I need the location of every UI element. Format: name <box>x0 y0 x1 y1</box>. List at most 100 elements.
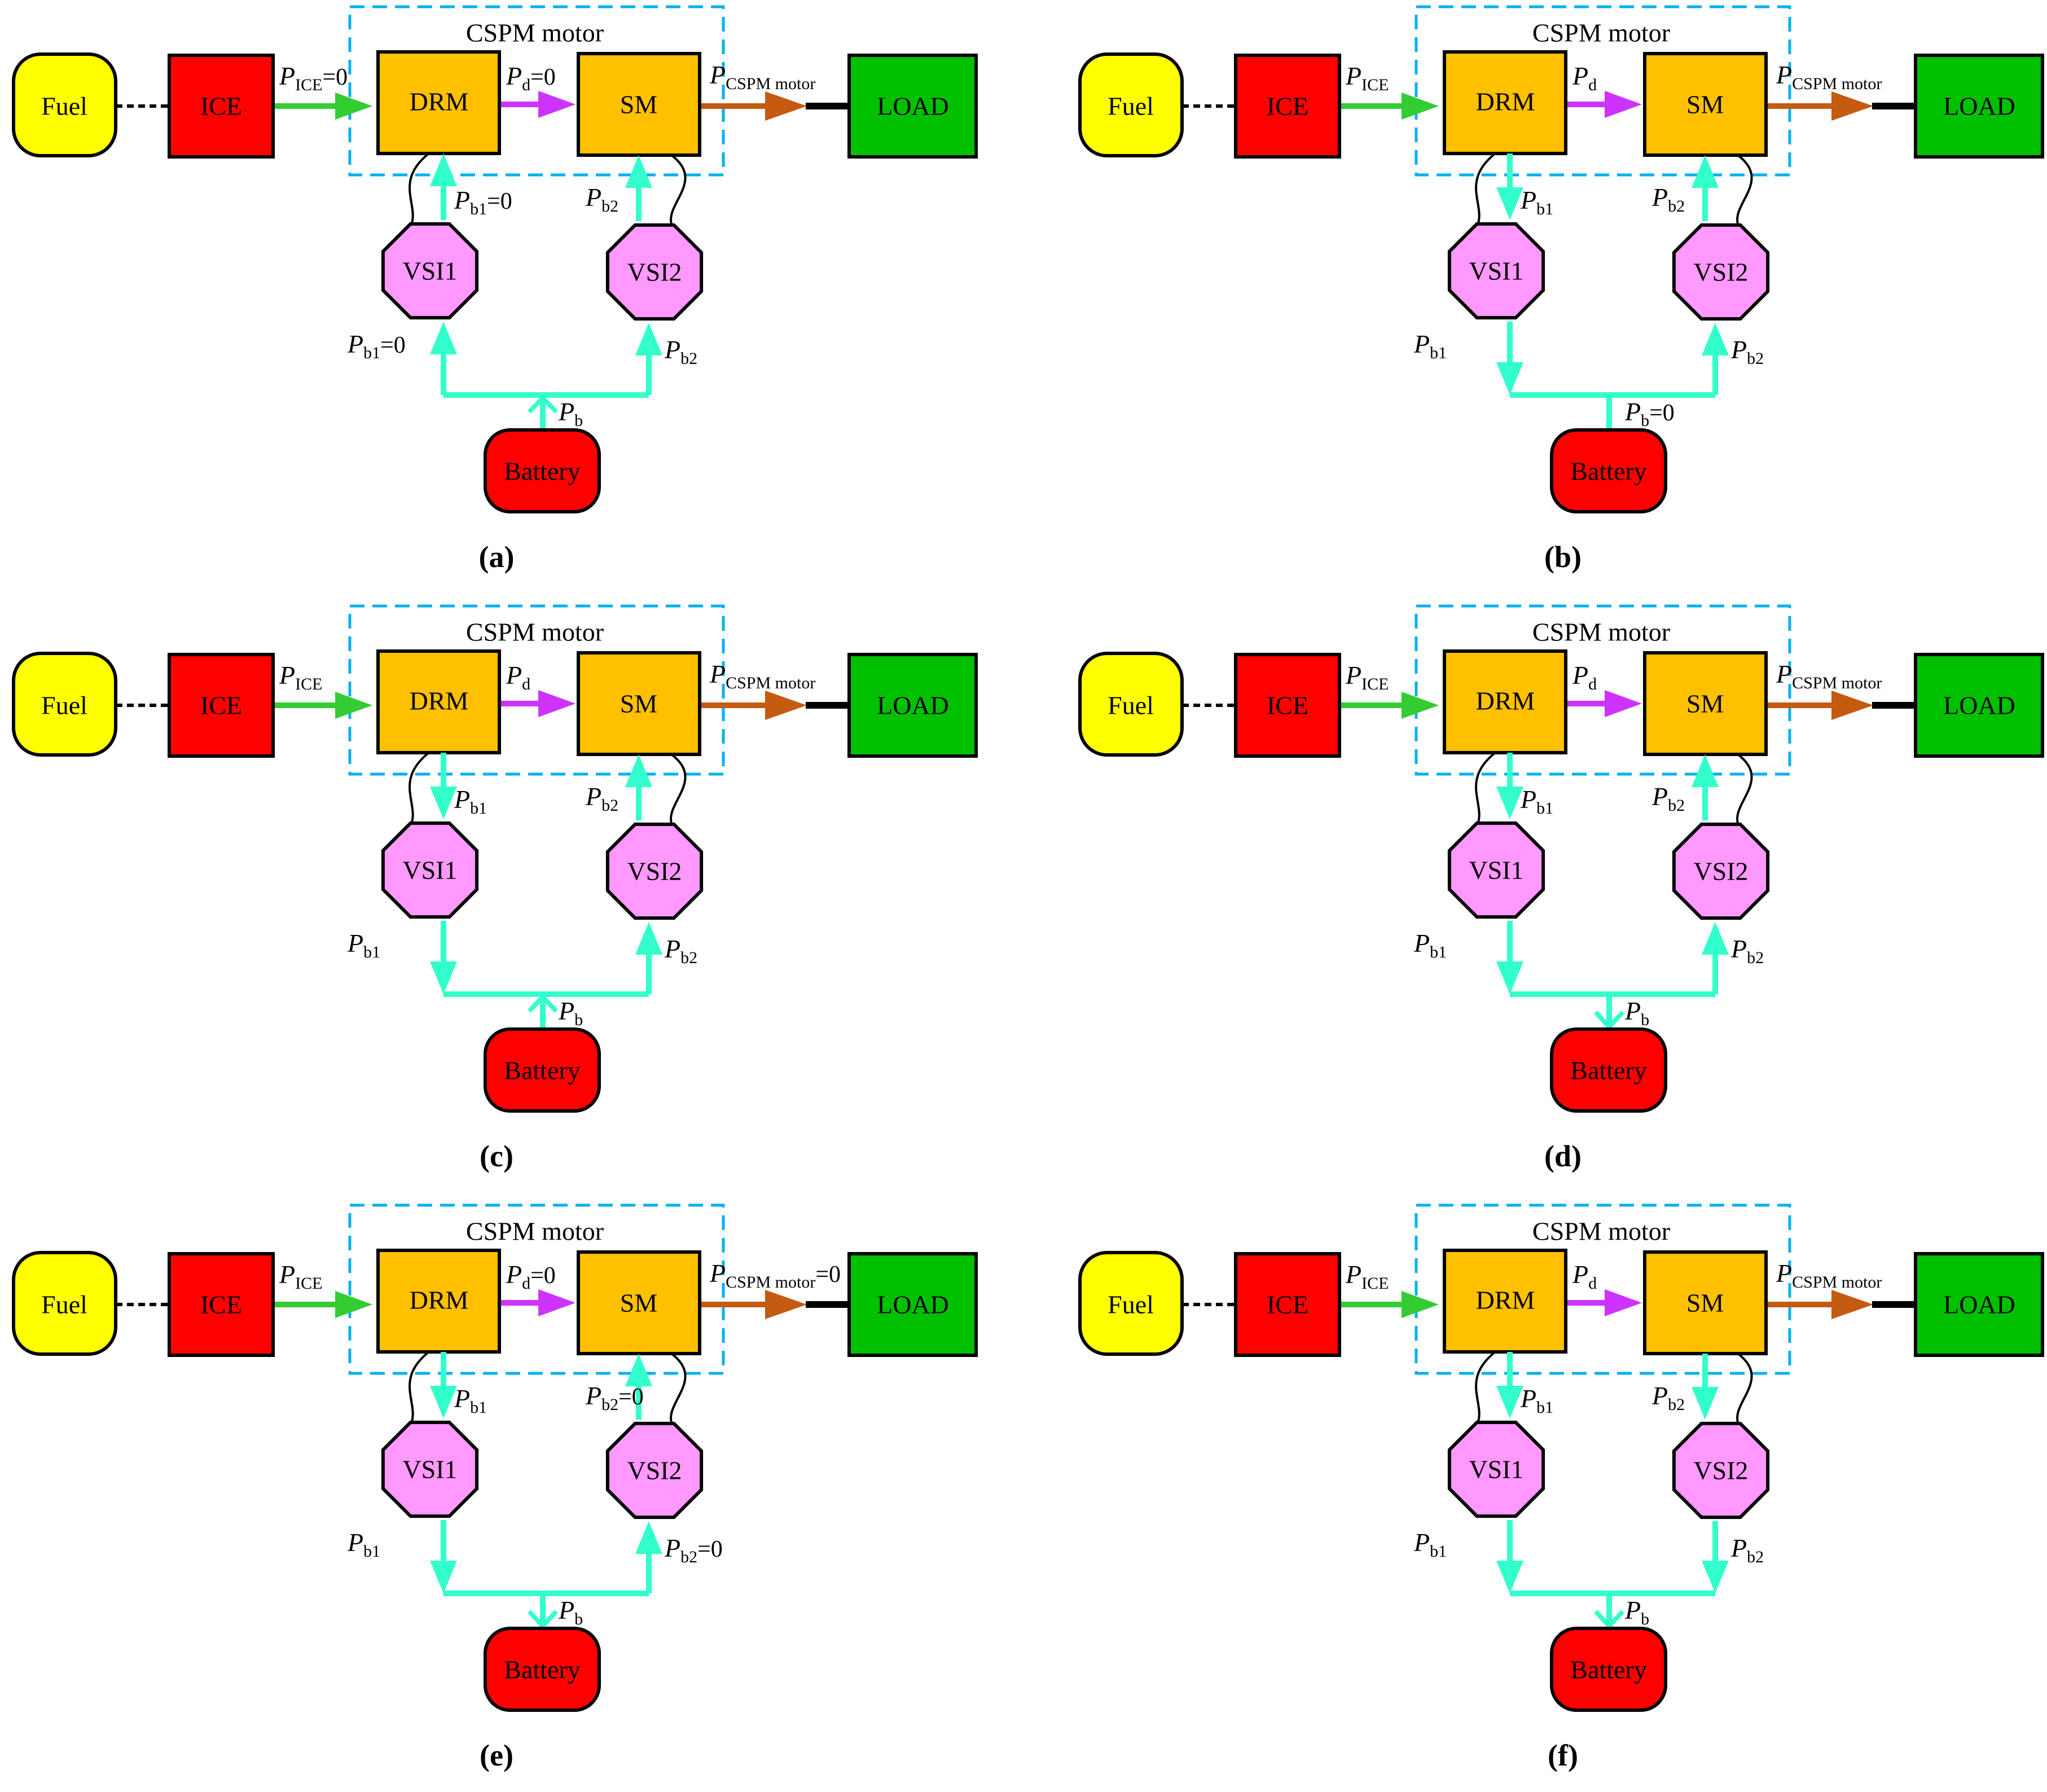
p-b1-bot-label-sub: b1 <box>1430 344 1447 362</box>
p-b1-bot-label-p: P <box>1413 1528 1430 1557</box>
p-d-label-sub: d <box>1588 675 1597 693</box>
p-b1-top-label-p: P <box>1520 1384 1536 1413</box>
p-b2-bot-label-p: P <box>1730 934 1747 963</box>
battery-label: Battery <box>1570 1655 1646 1684</box>
p-b-label-p: P <box>1624 996 1641 1025</box>
b1-upper-arrow-head <box>430 153 457 186</box>
drm-block <box>376 50 501 155</box>
p-cspm-label: PCSPM motor <box>1776 60 1882 93</box>
p-b-label-p: P <box>558 996 574 1025</box>
p-ice-label-p: P <box>279 1260 295 1289</box>
p-b-label: Pb <box>558 397 583 430</box>
p-cspm-label-sub: CSPM motor <box>726 1273 815 1292</box>
battery-arrow-head <box>528 994 558 1013</box>
ice-arrow-head <box>1402 1291 1439 1318</box>
p-cspm-label-p: P <box>1776 660 1792 688</box>
p-b2-bot-label-sub: b2 <box>680 948 697 967</box>
fuel-label: Fuel <box>1108 691 1154 720</box>
cspm-motor-box <box>1415 1204 1791 1375</box>
cspm-motor-label: CSPM motor <box>1532 618 1670 647</box>
p-b1-bot-label-sub: b1 <box>363 344 380 362</box>
p-b1-bot-label-suffix: =0 <box>380 332 406 358</box>
battery-arrow-head <box>1594 1610 1624 1630</box>
p-b2-bot-label-p: P <box>1730 335 1747 364</box>
p-b2-top-label-p: P <box>585 782 601 811</box>
p-b2-top-label: Pb2 <box>1651 1381 1685 1414</box>
vsi2-wire <box>1736 154 1753 225</box>
p-d-label-sub: d <box>1588 76 1597 94</box>
fuel-block <box>1078 52 1184 157</box>
load-block <box>1914 54 2044 159</box>
p-b1-top-label-sub: b1 <box>470 200 487 218</box>
p-ice-label-sub: ICE <box>1361 1274 1389 1293</box>
p-b1-top-label: Pb1 <box>1520 785 1553 818</box>
p-d-label-p: P <box>506 1260 522 1289</box>
b2-lower-arrow-head <box>635 922 662 955</box>
sm-block <box>577 52 701 157</box>
b2-upper-arrow-head <box>1692 155 1719 188</box>
p-cspm-label-sub: CSPM motor <box>1792 674 1882 692</box>
p-b-label: Pb=0 <box>1624 397 1675 430</box>
drm-block <box>1443 649 1567 754</box>
vsi2-block <box>1672 1421 1770 1519</box>
vsi2-wire <box>670 154 687 225</box>
b2-upper-arrow-head <box>625 155 652 188</box>
p-b1-top-label-suffix: =0 <box>487 188 512 214</box>
panel-caption: (f) <box>1548 1738 1578 1772</box>
p-b2-bot-label-sub: b2 <box>1747 948 1764 967</box>
panel-caption: (e) <box>480 1738 513 1772</box>
fuel-block <box>12 1251 117 1356</box>
cspm-motor-label: CSPM motor <box>1532 1217 1670 1246</box>
d-arrow-head <box>1605 690 1642 717</box>
fuel-label: Fuel <box>41 92 87 121</box>
p-b-label-suffix: =0 <box>1649 400 1675 426</box>
p-b1-bot-label: Pb1 <box>1413 1528 1447 1561</box>
p-b2-top-label-suffix: =0 <box>618 1384 644 1410</box>
p-cspm-label-sub: CSPM motor <box>1792 74 1882 93</box>
p-b1-bot-label-p: P <box>347 1528 363 1557</box>
vsi1-label: VSI1 <box>402 257 457 286</box>
p-d-label: Pd=0 <box>506 1260 556 1293</box>
p-b2-top-label-sub: b2 <box>1668 1395 1685 1414</box>
p-d-label-sub: d <box>1588 1274 1597 1293</box>
p-ice-label-sub: ICE <box>295 675 322 693</box>
b2-lower-arrow-head <box>635 323 662 355</box>
p-b-label: Pb <box>1624 1596 1649 1628</box>
vsi2-wire <box>670 753 687 824</box>
p-b-label: Pb <box>1624 996 1649 1029</box>
drm-block <box>1443 1249 1567 1354</box>
b1-lower-arrow-head <box>1496 1561 1523 1593</box>
ice-block <box>1234 653 1341 758</box>
p-b2-bot-label-p: P <box>664 1534 680 1562</box>
sm-label: SM <box>1686 1289 1724 1317</box>
sm-label: SM <box>1686 90 1724 119</box>
p-b1-top-label-p: P <box>1520 186 1536 214</box>
fuel-label: Fuel <box>1108 1290 1154 1319</box>
p-b1-top-label-sub: b1 <box>1536 799 1553 818</box>
load-arrow-head <box>765 691 807 720</box>
ice-block <box>1234 54 1341 159</box>
vsi2-label: VSI2 <box>1693 258 1748 287</box>
p-b2-top-label-p: P <box>1651 782 1668 811</box>
fuel-label: Fuel <box>1108 92 1154 121</box>
p-ice-label: PICE <box>279 661 322 693</box>
p-ice-label: PICE <box>1345 1260 1389 1293</box>
ice-arrow-head <box>335 93 372 120</box>
ice-arrow-head <box>1402 93 1439 120</box>
p-b2-top-label-p: P <box>1651 1381 1668 1410</box>
p-b1-top-label-p: P <box>454 1384 470 1413</box>
b1-upper-arrow-head <box>1496 787 1523 819</box>
vsi1-label: VSI1 <box>1469 257 1523 286</box>
fuel-block <box>12 652 117 757</box>
p-b1-bot-label-p: P <box>347 929 363 958</box>
p-cspm-label-p: P <box>709 660 726 688</box>
p-b2-bot-label-sub: b2 <box>1747 349 1764 368</box>
vsi2-label: VSI2 <box>1693 1456 1748 1485</box>
p-b2-top-label-p: P <box>1651 183 1668 212</box>
p-b2-bot-label-p: P <box>664 934 680 963</box>
p-b1-bot-label-sub: b1 <box>1430 1542 1447 1561</box>
b1-upper-arrow-head <box>430 787 457 819</box>
p-cspm-label-suffix: =0 <box>815 1262 841 1288</box>
